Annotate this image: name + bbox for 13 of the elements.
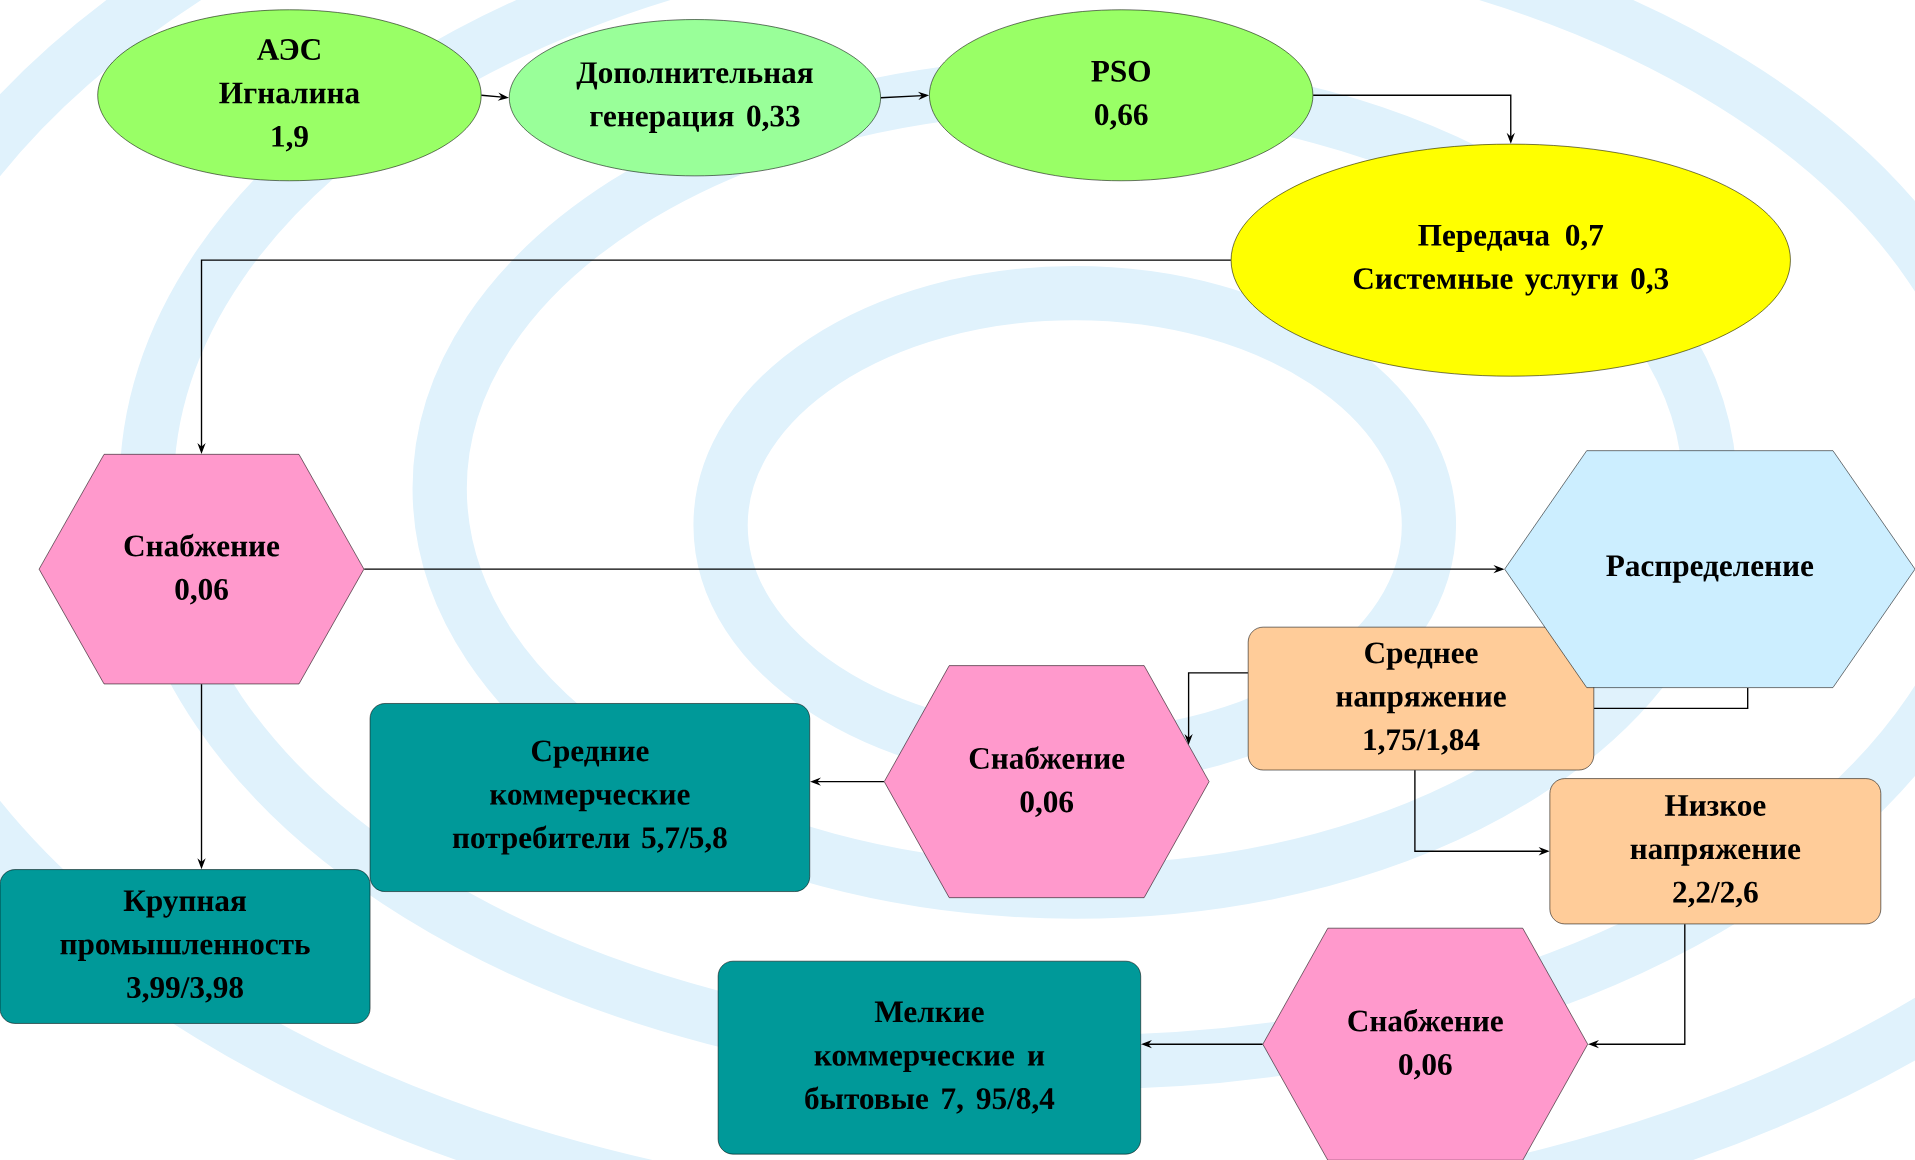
ellipse-node: Передача 0,7 Системные услуги 0,3: [1230, 143, 1791, 377]
ellipse-node: PSO 0,66: [929, 9, 1314, 181]
hexagon-node: Снабжение 0,06: [883, 665, 1210, 898]
hexagon-node: Снабжение 0,06: [1262, 927, 1588, 1160]
process-box: Низкое напряжение 2,2/2,6: [1549, 778, 1882, 925]
hexagon-node: Распределение: [1504, 450, 1915, 688]
ellipse-node: Дополнительная генерация 0,33: [509, 19, 881, 177]
process-box: Крупная промышленность 3,99/3,98: [0, 869, 371, 1024]
process-box: Мелкие коммерческие и бытовые 7, 95/8,4: [717, 960, 1141, 1155]
hexagon-node: Снабжение 0,06: [38, 453, 365, 685]
process-box: Среднее напряжение 1,75/1,84: [1247, 626, 1595, 771]
process-box: Средние коммерческие потребители 5,7/5,8: [369, 703, 810, 892]
ellipse-node: АЭС Игналина 1,9: [97, 9, 482, 181]
